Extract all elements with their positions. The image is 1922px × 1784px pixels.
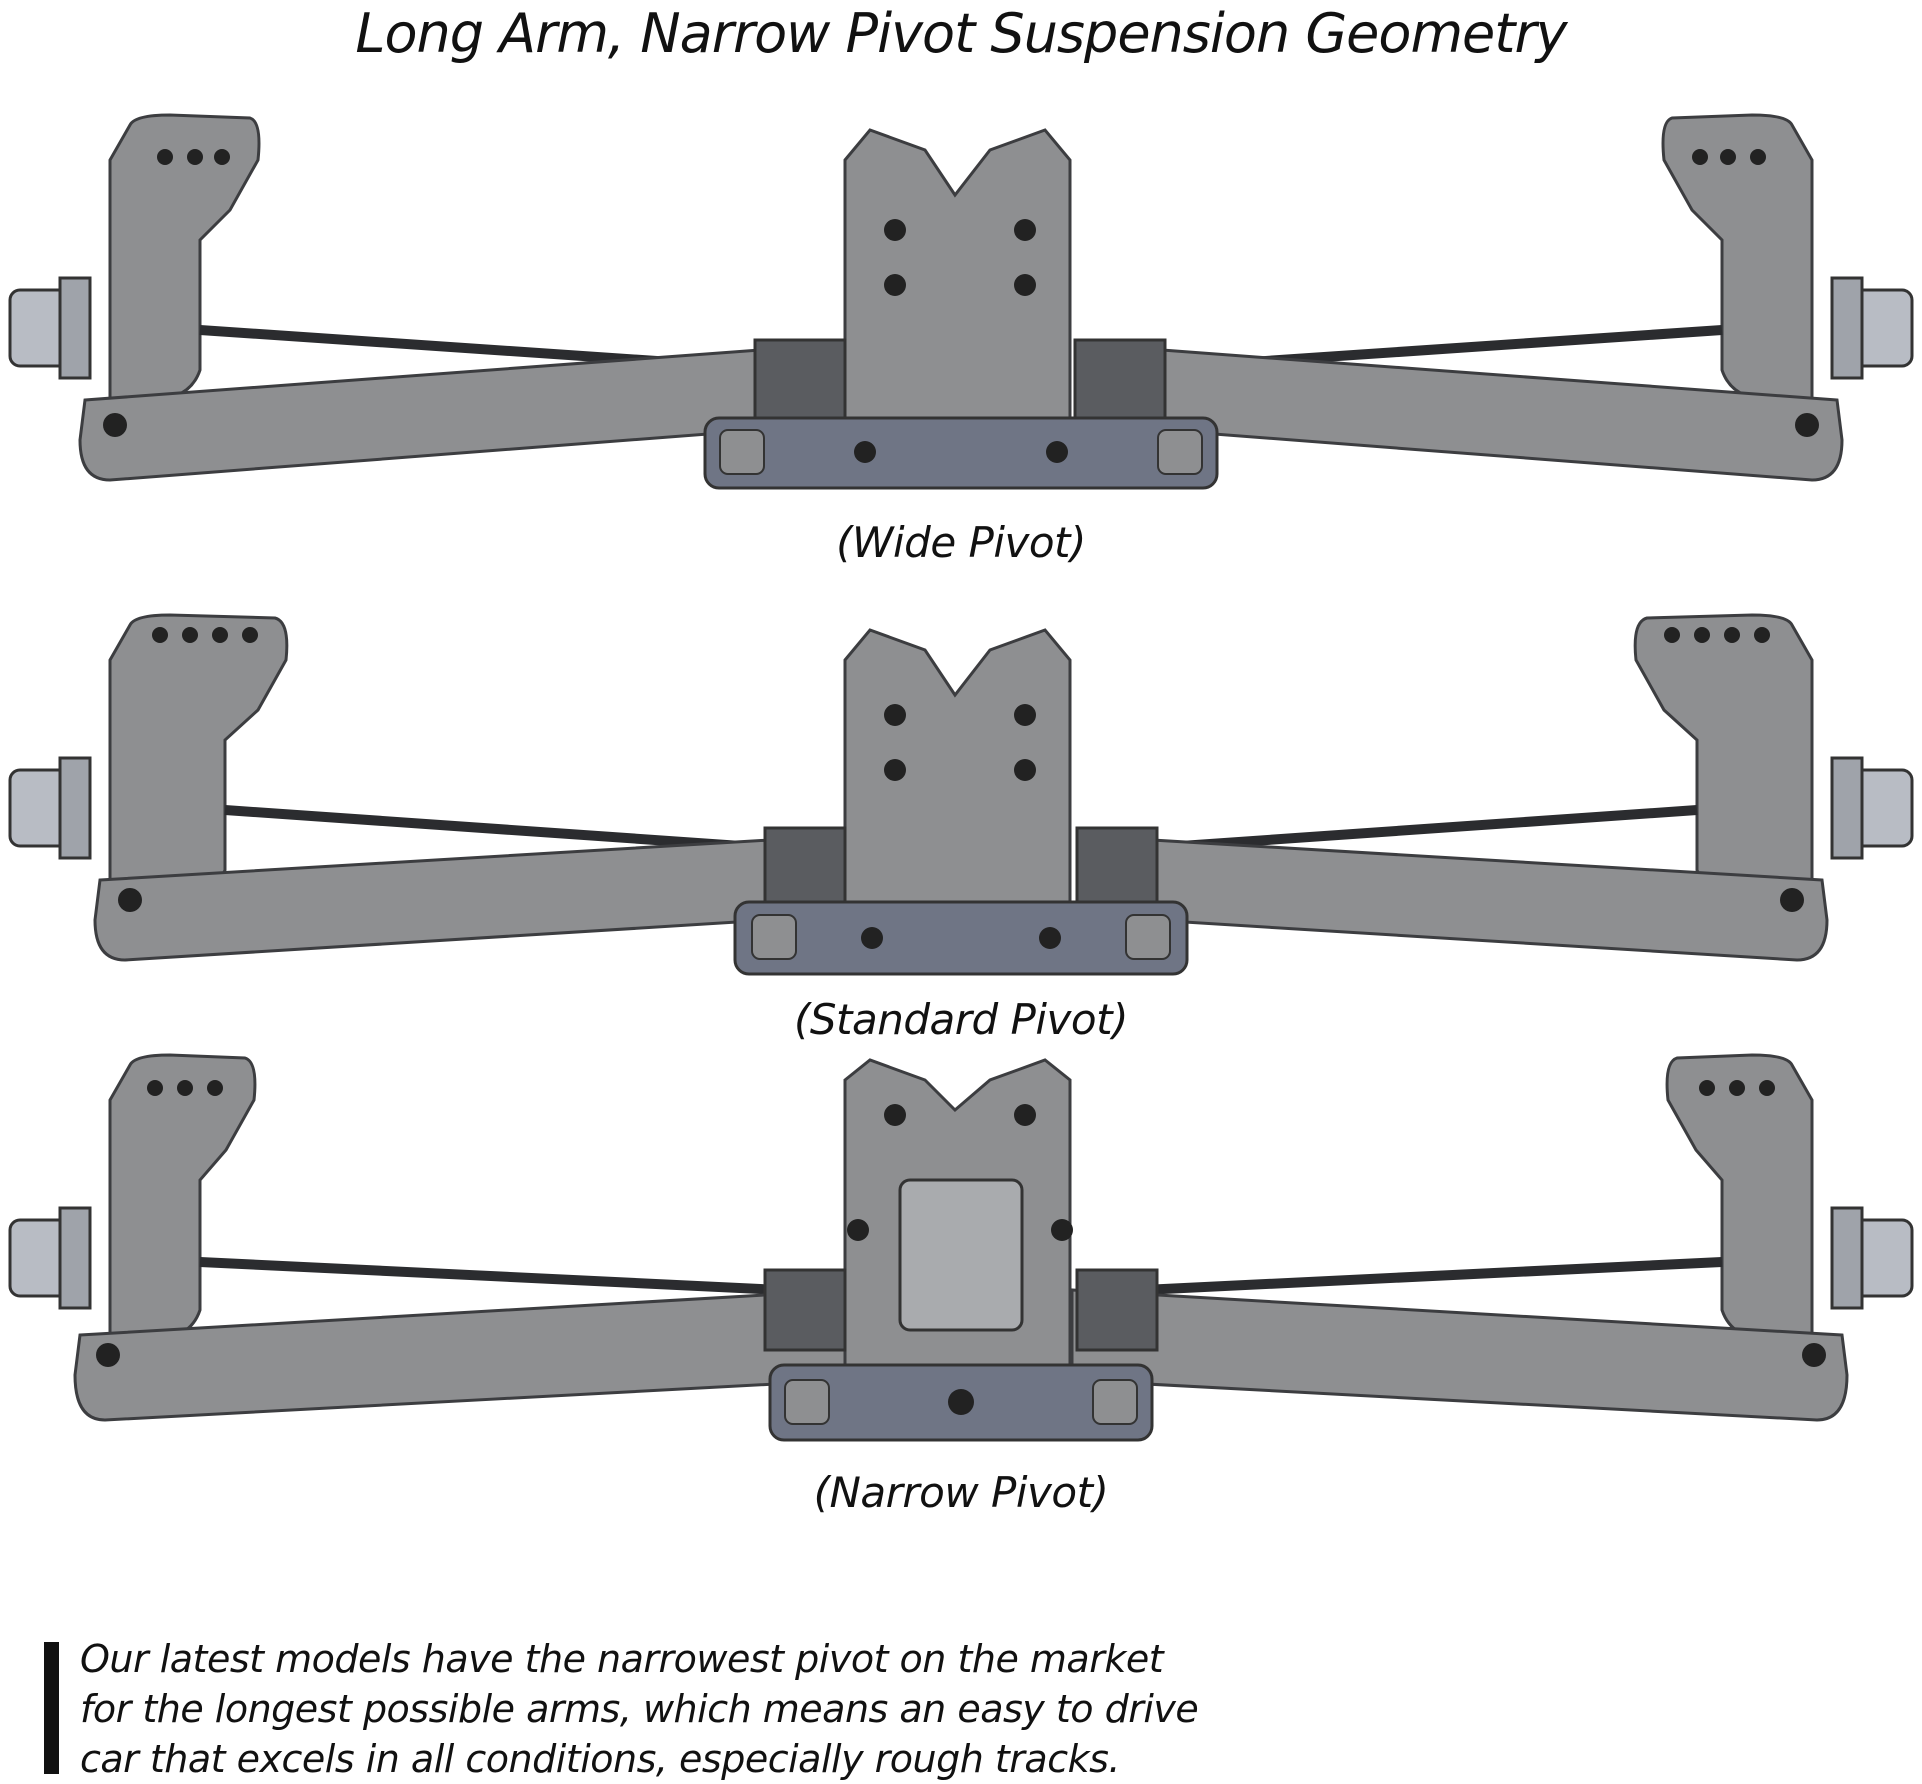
description-note: Our latest models have the narrowest piv… <box>80 1634 1380 1784</box>
note-line-3: car that excels in all conditions, espec… <box>80 1737 1120 1781</box>
narrow-pivot-assembly <box>8 1053 1914 1442</box>
standard-pivot-assembly <box>8 613 1914 976</box>
standard-pivot-drawing <box>8 613 1914 976</box>
note-line-1: Our latest models have the narrowest piv… <box>80 1637 1164 1681</box>
note-accent-bar <box>44 1642 59 1774</box>
wide-pivot-drawing <box>8 113 1914 490</box>
note-line-2: for the longest possible arms, which mea… <box>80 1687 1199 1731</box>
narrow-pivot-drawing <box>8 1053 1914 1442</box>
standard-pivot-caption: (Standard Pivot) <box>794 995 1128 1044</box>
page-title: Long Arm, Narrow Pivot Suspension Geomet… <box>355 2 1567 65</box>
wide-pivot-assembly <box>8 113 1914 490</box>
wide-pivot-caption: (Wide Pivot) <box>836 518 1086 567</box>
narrow-pivot-caption: (Narrow Pivot) <box>813 1468 1109 1517</box>
